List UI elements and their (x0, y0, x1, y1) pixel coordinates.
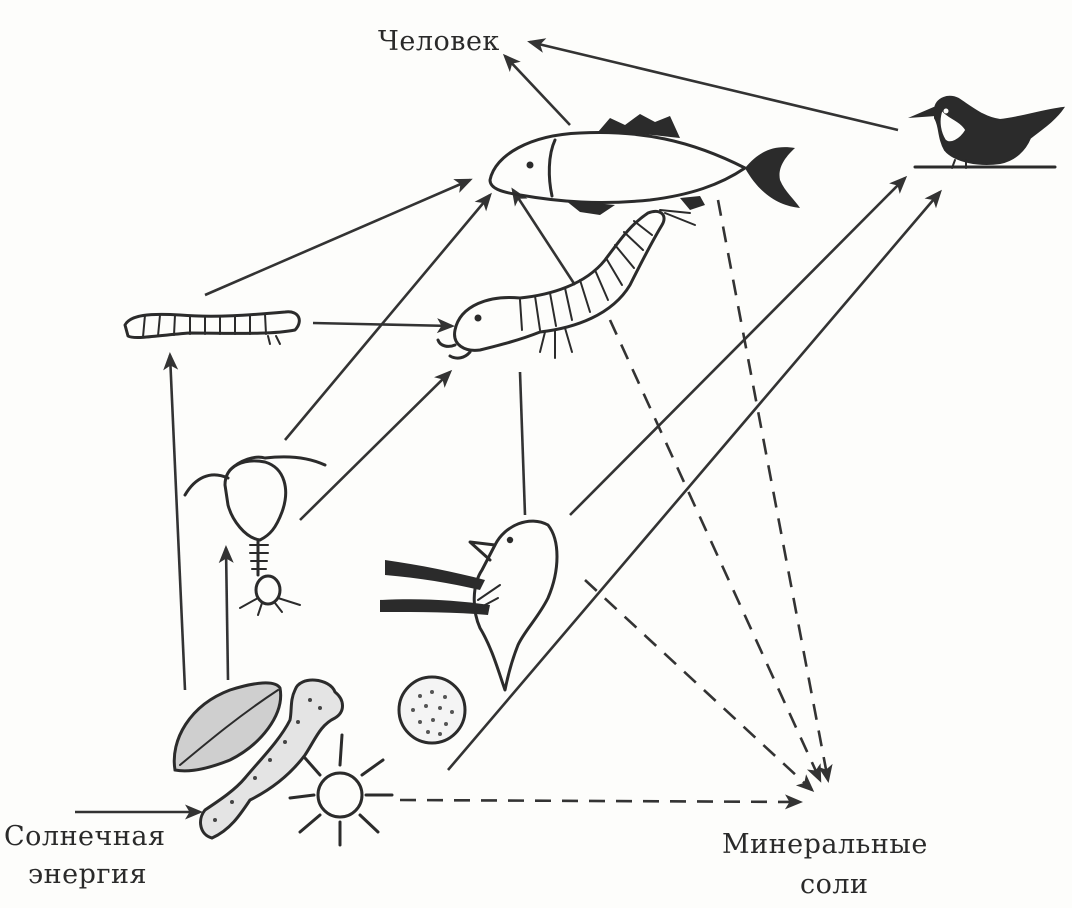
arrow-fish-to-human (505, 56, 570, 125)
spherical-cell-icon (399, 677, 465, 743)
line-rotifer-to-larva (520, 372, 525, 515)
worm-icon (125, 312, 299, 344)
label-solar-energy-line1: Солнечная (4, 821, 166, 852)
label-solar-energy-line2: энергия (28, 859, 147, 890)
solid-arrows (75, 42, 940, 812)
label-mineral-salts-line2: соли (800, 869, 869, 900)
water-flea-icon (185, 457, 325, 615)
rotifer-icon (380, 521, 557, 690)
label-human: Человек (378, 26, 500, 57)
arrow-worm-to-fish (205, 180, 470, 295)
arrow-rotifer-to-bird (570, 178, 905, 515)
dashed-sun-to-salts (400, 800, 800, 802)
dashed-rotifer-to-salts (585, 580, 812, 790)
bird-icon (908, 97, 1063, 168)
dashed-larva-to-salts (610, 320, 820, 780)
arrow-algae-to-worm (170, 355, 185, 690)
algae-icon (174, 680, 342, 838)
insect-larva-icon (438, 210, 695, 358)
arrow-algae-to-waterflea (226, 548, 228, 680)
label-mineral-salts-line1: Минеральные (722, 829, 928, 860)
fish-icon (490, 114, 800, 215)
dashed-fish-to-salts (718, 200, 828, 780)
arrow-larva-to-fish (513, 190, 575, 285)
arrow-cell-to-bird (448, 192, 940, 770)
arrow-bird-to-human (530, 42, 898, 130)
